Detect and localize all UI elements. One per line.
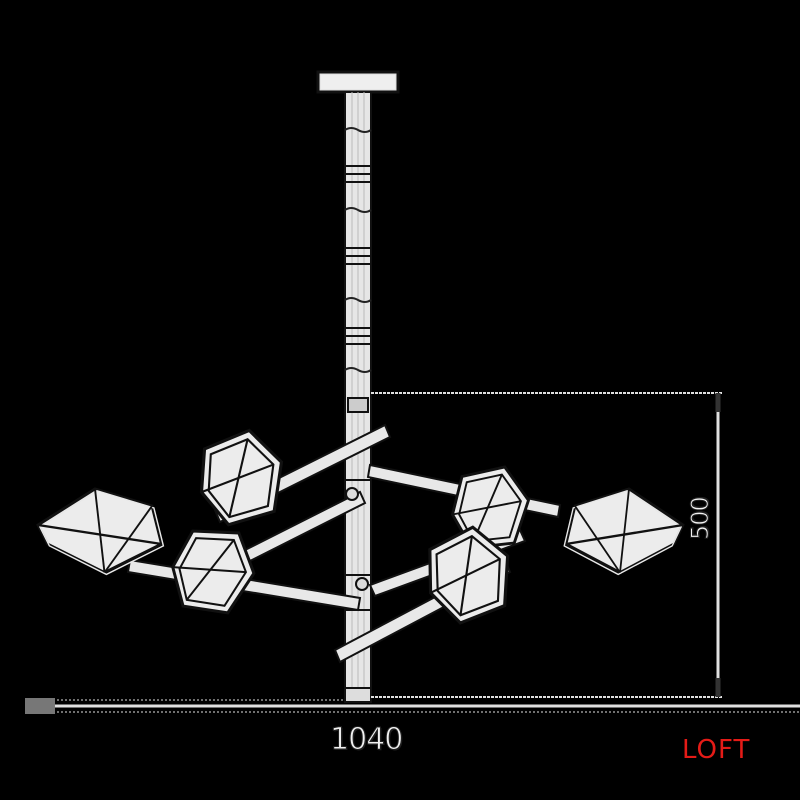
- width-dimension-line: [25, 698, 800, 714]
- shade-left-upper: [190, 424, 293, 530]
- shade-left-lower: [162, 517, 265, 624]
- height-dimension-line: [371, 392, 722, 698]
- height-dimension-label: 500: [686, 497, 715, 541]
- width-dimension-label: 1040: [329, 722, 403, 758]
- canopy: [316, 70, 400, 94]
- brand-logo: LOFT: [682, 735, 751, 765]
- shade-far-right: [562, 487, 685, 576]
